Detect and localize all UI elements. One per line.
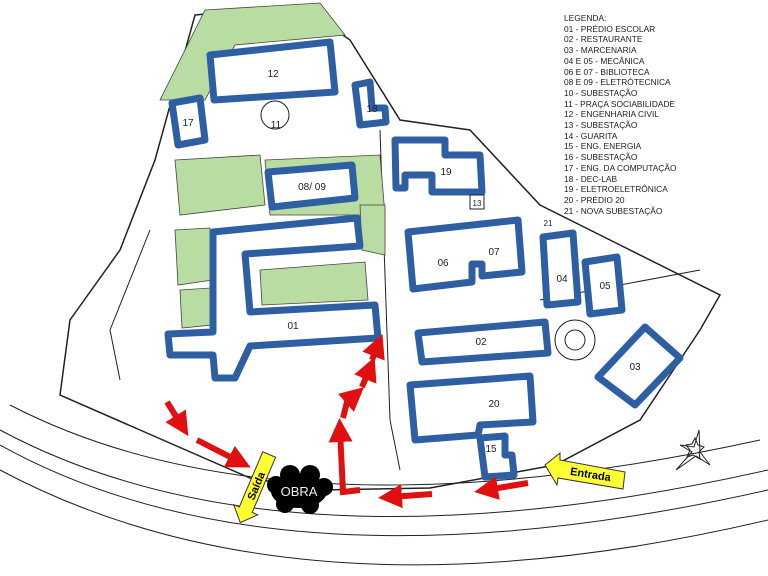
building-17[interactable] (168, 94, 209, 149)
building-05[interactable] (581, 253, 626, 318)
building-02[interactable] (414, 318, 552, 366)
legend-item: 01 - PRÉDIO ESCOLAR (564, 23, 656, 34)
building-13[interactable] (469, 194, 485, 210)
roundabout (564, 329, 586, 351)
building-12[interactable] (206, 38, 339, 104)
main-road-edge (0, 469, 768, 566)
route-arrow (362, 333, 385, 362)
label-08-09: 08/ 09 (298, 182, 326, 193)
route-arrow (164, 400, 189, 437)
legend-item: 20 - PRÉDIO 20 (564, 194, 625, 205)
label-02: 02 (475, 337, 487, 348)
route-arrow (338, 387, 365, 419)
legend-item: 21 - NOVA SUBESTAÇÃO (564, 205, 663, 216)
legend: LEGENDA: 01 - PRÉDIO ESCOLAR 02 - RESTAU… (564, 13, 676, 216)
legend-item: 17 - ENG. DA COMPUTAÇÃO (564, 162, 677, 173)
route-arrow (378, 484, 433, 509)
legend-item: 06 E 07 - BIBLIOTECA (564, 66, 650, 77)
label-03: 03 (629, 362, 641, 373)
green-area (159, 2, 346, 101)
legend-item: 15 - ENG. ENERGIA (564, 141, 642, 152)
building-19[interactable] (391, 136, 486, 196)
legend-item: 14 - GUARITA (564, 130, 618, 141)
building-20[interactable] (406, 372, 537, 444)
label-13: 13 (473, 199, 482, 208)
route-arrow (195, 437, 251, 468)
label-18: 18 (366, 104, 378, 115)
legend-item: 11 - PRAÇA SOCIABILIDADE (564, 98, 676, 109)
label-06: 06 (437, 258, 449, 269)
legend-item: 08 E 09 - ELETRÓTECNICA (564, 77, 671, 88)
route-arrow (474, 476, 529, 500)
legend-item: 02 - RESTAURANTE (564, 34, 643, 45)
green-area (259, 261, 369, 306)
building-15[interactable] (476, 432, 518, 481)
building-08-09[interactable] (264, 161, 359, 211)
building-18[interactable] (351, 78, 390, 129)
green-area (174, 227, 213, 286)
legend-item: 10 - SUBESTAÇÃO (564, 87, 638, 98)
label-12: 12 (267, 69, 279, 80)
green-area (174, 154, 266, 216)
campus-perimeter (59, 4, 722, 491)
legend-title: LEGENDA: (564, 13, 607, 23)
label-19: 19 (440, 167, 452, 178)
compass-rose-icon (675, 429, 711, 471)
building-11-plaza[interactable] (260, 100, 290, 130)
label-01: 01 (287, 321, 299, 332)
green-area (359, 204, 386, 256)
legend-item: 03 - MARCENARIA (564, 45, 637, 56)
legend-item: 18 - DEC-LAB (564, 173, 618, 184)
legend-item: 16 - SUBESTAÇÃO (564, 152, 638, 163)
label-21: 21 (544, 219, 553, 228)
label-15: 15 (485, 444, 497, 455)
route-arrow (328, 418, 361, 496)
roundabout (554, 319, 596, 361)
label-04: 04 (556, 274, 568, 285)
building-01[interactable] (164, 214, 382, 382)
building-06-07[interactable] (404, 216, 526, 293)
entrada-sign: Entrada (544, 451, 626, 490)
route-arrow (354, 356, 377, 389)
main-road (9, 404, 761, 486)
green-area (179, 287, 213, 329)
obra-label: OBRA (281, 484, 318, 499)
label-17: 17 (182, 118, 194, 129)
main-road-edge (0, 444, 768, 537)
building-03[interactable] (594, 323, 684, 409)
label-05: 05 (599, 281, 611, 292)
building-04[interactable] (539, 229, 582, 309)
label-11: 11 (271, 120, 282, 131)
legend-item: 12 - ENGENHARIA CIVIL (564, 109, 659, 120)
label-20: 20 (488, 399, 500, 410)
legend-item: 04 E 05 - MECÂNICA (564, 55, 645, 66)
route-arrows (164, 333, 529, 509)
label-07: 07 (488, 247, 500, 258)
obra-construction-marker: OBRA (267, 465, 333, 514)
legend-item: 13 - SUBESTAÇÃO (564, 120, 638, 131)
legend-item: 19 - ELETROELETRÔNICA (564, 184, 668, 195)
main-road-edge (0, 429, 768, 518)
inner-road (109, 229, 151, 381)
